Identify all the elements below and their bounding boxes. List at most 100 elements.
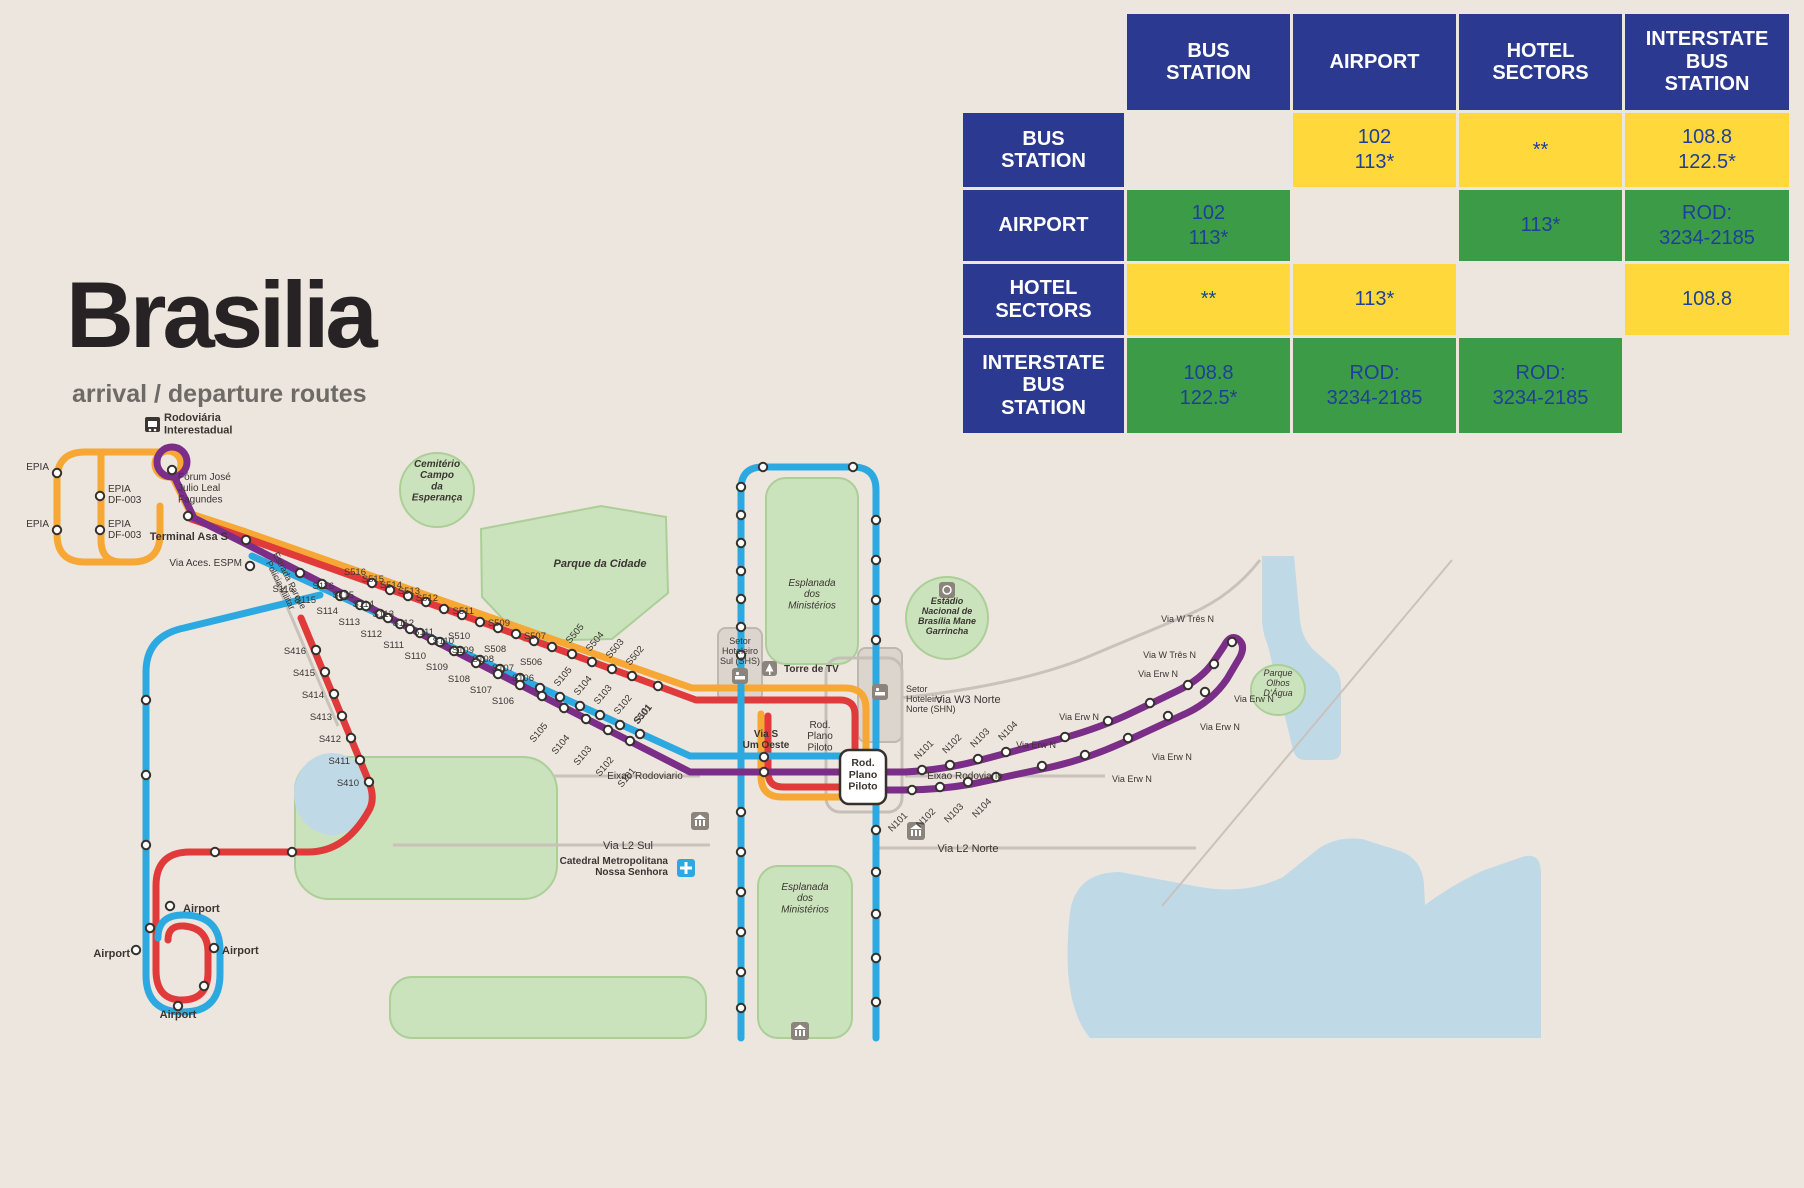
map-label: Airport: [93, 948, 130, 960]
map-label: Via L2 Sul: [603, 840, 653, 852]
rodoviaria-bus-icon: [145, 417, 160, 432]
station-dot: [420, 596, 432, 608]
station-dot: [606, 663, 618, 675]
map-label: S113: [373, 609, 394, 620]
station-dot: [1208, 658, 1220, 670]
map-label: S105: [528, 721, 551, 745]
station-dot: [474, 616, 486, 628]
matrix-cell-r0c2: **: [1459, 113, 1622, 187]
station-dot: [962, 776, 974, 788]
map-label: S514: [380, 580, 402, 591]
station-dot: [328, 688, 340, 700]
road-estrada-parque-policia: [260, 547, 340, 727]
matrix-cell-r2c1: 113*: [1293, 264, 1456, 335]
station-dot: [316, 578, 328, 590]
map-label: S508: [484, 644, 506, 655]
landmark-icons: [145, 417, 955, 1040]
map-label: S511: [453, 606, 474, 617]
station-dot: [510, 628, 522, 640]
map-label: S107: [470, 685, 492, 696]
page-title: Brasilia: [66, 262, 378, 367]
station-dot: [492, 622, 504, 634]
map-label: S106: [512, 673, 534, 684]
map-label: S513: [398, 586, 420, 597]
station-dot: [402, 590, 414, 602]
matrix-cell-r2c0: **: [1127, 264, 1290, 335]
pond-southwest: [294, 753, 370, 835]
map-label: Via Erw N: [1016, 740, 1056, 750]
map-label: S110: [405, 651, 426, 662]
map-label: S112: [361, 629, 382, 640]
route-purple-north-wing: [864, 634, 1247, 794]
map-label: N102: [940, 732, 964, 756]
map-label: S116: [273, 584, 294, 595]
station-dot: [286, 846, 298, 858]
map-label: S114: [353, 599, 374, 610]
map-label: S109: [426, 662, 448, 673]
estadio-area: [905, 576, 989, 660]
station-dot: [404, 623, 416, 635]
station-dot: [374, 608, 386, 620]
map-label: S107: [492, 663, 514, 674]
map-label: Via Aces. ESPM: [169, 558, 242, 569]
map-label: S509: [488, 618, 510, 629]
station-dot: [1144, 697, 1156, 709]
matrix-cell-r2c3: 108.8: [1625, 264, 1789, 335]
station-dot: [1079, 749, 1091, 761]
map-label: S104: [550, 733, 573, 757]
matrix-col-header-3: INTERSTATE BUS STATION: [1625, 14, 1789, 110]
map-label: Parque da Cidade: [554, 558, 647, 570]
station-dot: [735, 537, 747, 549]
station-dot: [870, 952, 882, 964]
map-label: Via Erw N: [1112, 774, 1152, 784]
station-dot: [735, 565, 747, 577]
matrix-cell-r3c2: ROD: 3234-2185: [1459, 338, 1622, 433]
matrix-row-header-3: INTERSTATE BUS STATION: [963, 338, 1124, 433]
station-dot: [546, 641, 558, 653]
station-dot: [354, 754, 366, 766]
matrix-cell-r0c3: 108.8 122.5*: [1625, 113, 1789, 187]
station-dot: [448, 645, 460, 657]
station-dot: [758, 751, 770, 763]
station-dot: [944, 759, 956, 771]
map-label: Via Erw N: [1200, 722, 1240, 732]
station-dot: [602, 724, 614, 736]
map-label: Eixao Rodoviario: [607, 771, 683, 782]
station-dot: [144, 922, 156, 934]
station-dot: [580, 713, 592, 725]
station-dot: [438, 603, 450, 615]
map-label: S115: [295, 595, 316, 606]
station-dot: [870, 634, 882, 646]
matrix-cell-r3c0: 108.8 122.5*: [1127, 338, 1290, 433]
map-label: S115: [333, 590, 354, 601]
map-label: S415: [293, 668, 315, 679]
station-dot: [1036, 760, 1048, 772]
map-label: EPIA: [26, 519, 49, 530]
station-dot: [166, 464, 178, 476]
map-label: S114: [317, 606, 338, 617]
station-dot: [1000, 746, 1012, 758]
station-dot: [847, 461, 859, 473]
station-dot: [528, 635, 540, 647]
map-label: S116: [313, 581, 334, 592]
route-orange-epia-loop: [53, 448, 165, 566]
station-dot: [1162, 710, 1174, 722]
station-dot: [634, 728, 646, 740]
plano-piloto-district-box: [824, 656, 904, 814]
matrix-cell-r3c1: ROD: 3234-2185: [1293, 338, 1456, 433]
map-label: S512: [416, 593, 438, 604]
map-label: S510: [448, 631, 470, 642]
map-label: Via W Três N: [1143, 650, 1196, 660]
map-label: Eixao Rodoviario: [927, 771, 1003, 782]
lake-paranoa: [1067, 838, 1541, 1038]
